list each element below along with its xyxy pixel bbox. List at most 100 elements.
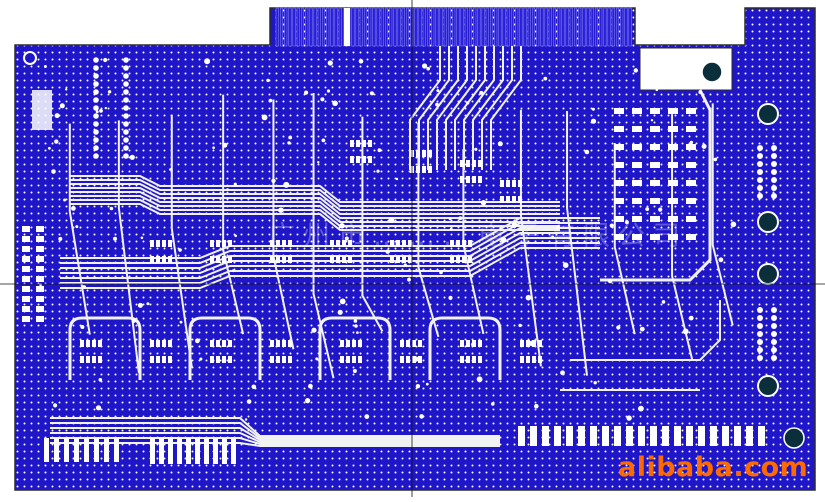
smd-pad [416, 166, 420, 173]
smd-pad [632, 180, 642, 186]
connector-finger [628, 7, 632, 47]
via [304, 90, 309, 95]
signal-trace [570, 300, 721, 361]
via [321, 138, 326, 143]
pad [566, 426, 573, 446]
smd-pad [228, 256, 232, 263]
smd-pad [92, 356, 96, 363]
bus-trace [60, 242, 600, 284]
via [422, 63, 428, 69]
via [525, 294, 532, 301]
smd-pad [650, 162, 660, 168]
via [103, 57, 108, 63]
smd-pad [396, 240, 400, 247]
smd-pad [686, 216, 696, 222]
smd-pad [650, 108, 660, 114]
via [448, 295, 453, 300]
power-trace [428, 316, 502, 380]
via [624, 220, 629, 225]
pad [36, 276, 44, 282]
smd-pad [168, 340, 172, 347]
watermark-chinese-text: 广州市………电子有限公司 [268, 221, 688, 252]
pad [757, 161, 763, 167]
pad [93, 137, 99, 143]
pad [22, 286, 30, 292]
connector-finger [506, 7, 510, 47]
pad [36, 256, 44, 262]
smd-pad [162, 240, 166, 247]
smd-pad [276, 256, 280, 263]
smd-pad [518, 180, 522, 187]
smd-pad [210, 356, 214, 363]
via [234, 234, 237, 238]
via [369, 91, 374, 96]
smd-pad [92, 340, 96, 347]
pad [93, 153, 99, 159]
smd-pad [222, 340, 226, 347]
via [305, 398, 311, 404]
pad [22, 276, 30, 282]
smd-pad [270, 256, 274, 263]
smd-pad [472, 176, 476, 183]
connector-finger [422, 7, 426, 47]
smd-pad [466, 356, 470, 363]
pad [757, 315, 763, 321]
via [140, 236, 144, 240]
connector-finger [464, 7, 468, 47]
pad [590, 426, 597, 446]
smd-pad [478, 160, 482, 167]
pad [771, 169, 777, 175]
smd-pad [614, 162, 624, 168]
via [609, 223, 614, 228]
mounting-holes [23, 51, 805, 449]
pad [771, 153, 777, 159]
connector-finger [380, 7, 384, 47]
via [261, 114, 268, 121]
connector-finger [447, 7, 452, 47]
pad [746, 426, 753, 446]
pad [22, 296, 30, 302]
smd-pad [98, 340, 102, 347]
via [315, 357, 319, 361]
smd-pad [668, 216, 678, 222]
connector-finger [355, 7, 359, 47]
pad [94, 438, 99, 462]
pad [186, 438, 191, 464]
pad [93, 113, 99, 119]
pad [93, 105, 99, 111]
bus-trace [50, 427, 500, 441]
via [529, 340, 535, 347]
smd-pad [412, 340, 416, 347]
smd-pad [614, 234, 624, 240]
via [232, 269, 235, 273]
via [129, 154, 135, 160]
connector-finger [456, 7, 460, 47]
smd-pad [460, 340, 464, 347]
via [339, 223, 345, 229]
via [54, 113, 60, 119]
via [364, 414, 370, 419]
smd-pad [150, 356, 154, 363]
via [435, 102, 439, 107]
connector-finger [275, 7, 279, 47]
via [339, 298, 346, 305]
via [63, 198, 67, 202]
smd-pad [162, 256, 166, 263]
pad [602, 426, 609, 446]
via [458, 216, 463, 221]
via [311, 327, 317, 333]
connector-finger [363, 7, 368, 47]
via [436, 89, 440, 93]
signal-trace [711, 103, 734, 326]
smd-pad [526, 340, 530, 347]
connector-finger [393, 7, 397, 47]
via [619, 217, 622, 220]
connector-finger [510, 7, 515, 47]
via [395, 177, 399, 181]
smd-pad [538, 356, 542, 363]
connector-finger [292, 7, 296, 47]
connector-finger [351, 7, 355, 47]
bus-trace [60, 247, 600, 289]
via [353, 319, 358, 323]
